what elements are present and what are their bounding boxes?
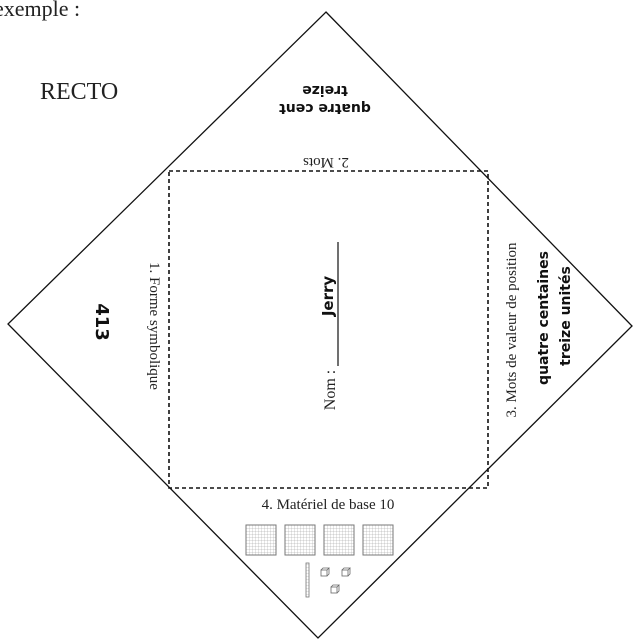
top-flap-answer-group: quatre cent	[279, 100, 371, 116]
name-label: Nom :	[322, 370, 339, 410]
right-flap-answer-group-2: treize unités	[558, 266, 574, 366]
left-flap-label: 1. Forme symbolique	[146, 262, 162, 390]
example-label: exemple :	[0, 0, 80, 21]
right-flap-answer-line2: treize unités	[558, 266, 574, 366]
right-flap-label-group: 3. Mots de valeur de position	[504, 242, 520, 417]
fold-square	[169, 171, 488, 488]
top-flap-label-group: 2. Mots	[303, 154, 349, 170]
top-flap-answer-line1: quatre cent	[279, 100, 371, 116]
right-flap-answer-line1: quatre centaines	[536, 251, 552, 385]
top-flap-answer-line2: treize	[302, 82, 348, 98]
name-value: Jerry	[319, 276, 337, 318]
left-flap-label-group: 1. Forme symbolique	[146, 262, 162, 390]
unit-cube	[321, 568, 329, 576]
tens-rod	[306, 563, 309, 597]
left-flap-answer-group: 413	[91, 303, 112, 341]
top-flap-label: 2. Mots	[303, 154, 349, 170]
name-group: Nom : Jerry	[319, 242, 339, 410]
left-flap-answer: 413	[91, 303, 112, 341]
right-flap-answer-group-1: quatre centaines	[536, 251, 552, 385]
unit-cube	[331, 585, 339, 593]
hundreds-flat	[324, 525, 354, 555]
hundreds-flat	[285, 525, 315, 555]
right-flap-label: 3. Mots de valeur de position	[504, 242, 520, 417]
recto-label: RECTO	[40, 79, 118, 105]
hundreds-flat	[363, 525, 393, 555]
unit-cube	[342, 568, 350, 576]
hundreds-flat	[246, 525, 276, 555]
top-flap-answer-group-2: treize	[302, 82, 348, 98]
bottom-flap-label: 4. Matériel de base 10	[262, 497, 395, 513]
